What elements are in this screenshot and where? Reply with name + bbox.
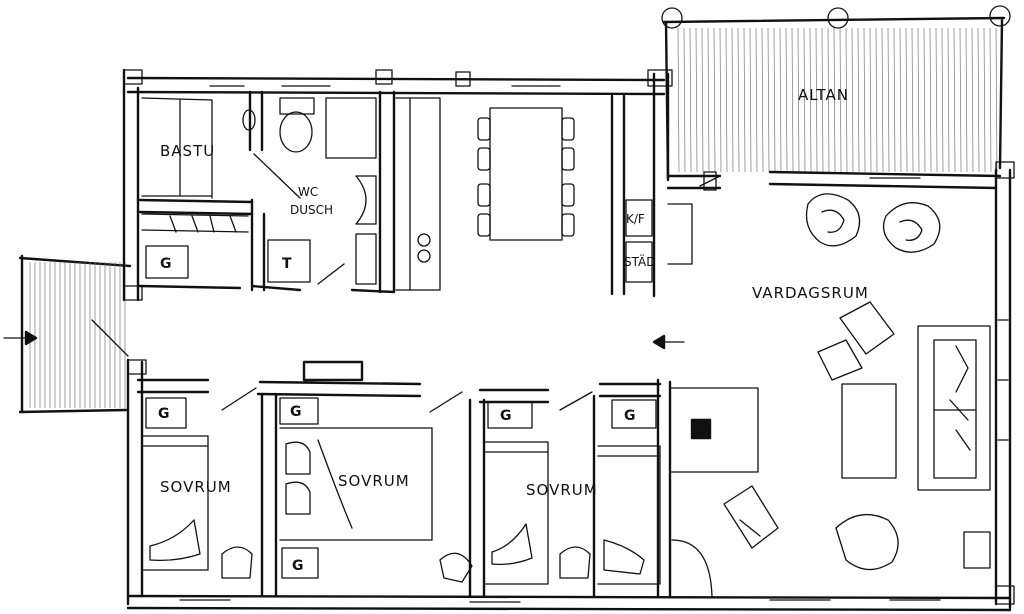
label-stad: STÄD xyxy=(624,254,655,269)
label-sovrum-2: SOVRUM xyxy=(338,472,410,490)
room-bastu: BASTU G xyxy=(141,97,249,279)
terrace-altan xyxy=(661,5,1011,182)
room-sovrum-3: G G SOVRUM xyxy=(483,399,661,585)
g-entry-mark: G xyxy=(160,256,172,272)
room-sovrum-2: G SOVRUM G xyxy=(279,397,473,583)
label-vardagsrum: VARDAGSRUM xyxy=(752,284,869,302)
room-sovrum-1: G SOVRUM xyxy=(141,397,253,579)
label-wc: WC xyxy=(298,185,318,199)
g-sovrum-1-mark: G xyxy=(158,406,170,422)
label-bastu: BASTU xyxy=(160,142,215,160)
g-sovrum-3-left-mark: G xyxy=(500,408,512,424)
room-kitchen: K/F STÄD xyxy=(395,97,693,350)
g-sovrum-2-top-mark: G xyxy=(290,404,302,420)
inner-walls xyxy=(91,90,721,598)
g-sovrum-2-bottom-mark: G xyxy=(292,558,304,574)
t-mark: T xyxy=(282,256,292,272)
outer-walls xyxy=(122,68,1015,612)
label-sovrum-1: SOVRUM xyxy=(160,478,232,496)
label-dusch: DUSCH xyxy=(290,203,333,217)
label-sovrum-3: SOVRUM xyxy=(526,481,598,499)
room-wc: WC DUSCH T xyxy=(242,97,377,285)
entry-steps xyxy=(3,254,132,414)
g-sovrum-3-right-mark: G xyxy=(624,408,636,424)
label-kf: K/F xyxy=(626,212,645,226)
room-vardagsrum: ALTAN VARDAGSRUM xyxy=(669,86,991,597)
label-altan: ALTAN xyxy=(798,86,849,104)
